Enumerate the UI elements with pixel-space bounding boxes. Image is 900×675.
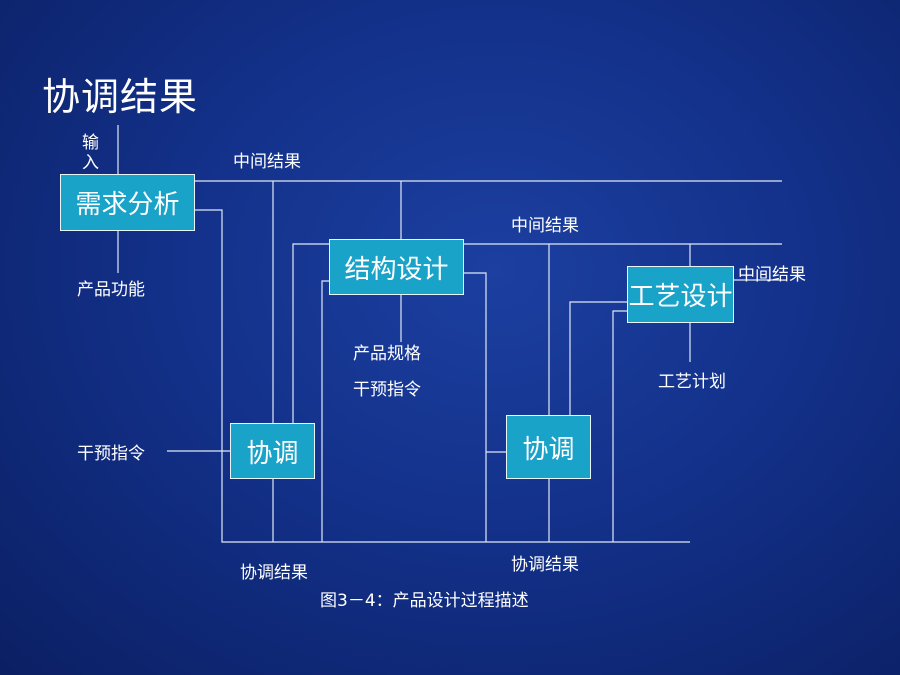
bottom-to-structure: [321, 280, 329, 542]
label-product-spec: 产品规格: [353, 344, 421, 364]
node-process-design: 工艺设计: [627, 266, 734, 323]
figure-caption: 图3－4：产品设计过程描述: [320, 591, 529, 611]
label-process-plan: 工艺计划: [658, 372, 726, 392]
bottom-to-process: [612, 310, 627, 542]
coord2-to-process: [569, 301, 627, 415]
label-input: 输入: [82, 133, 99, 173]
node-requirements: 需求分析: [60, 174, 195, 231]
label-intermediate-1: 中间结果: [233, 152, 301, 172]
node-coordinate-1: 协调: [230, 423, 315, 479]
req-to-bottom: [195, 209, 690, 543]
slide-title: 协调结果: [42, 75, 199, 119]
label-product-function: 产品功能: [77, 280, 145, 300]
label-intermediate-2: 中间结果: [511, 216, 579, 236]
label-intervention-1: 干预指令: [77, 444, 145, 464]
label-intervention-2: 干预指令: [353, 380, 421, 400]
node-coordinate-2: 协调: [506, 415, 591, 479]
label-coord-result-1: 协调结果: [240, 563, 308, 583]
node-structure-design: 结构设计: [329, 239, 464, 295]
structure-to-bottom: [464, 272, 487, 542]
label-intermediate-3: 中间结果: [738, 265, 806, 285]
label-coord-result-2: 协调结果: [511, 555, 579, 575]
coord1-to-structure: [292, 243, 329, 423]
